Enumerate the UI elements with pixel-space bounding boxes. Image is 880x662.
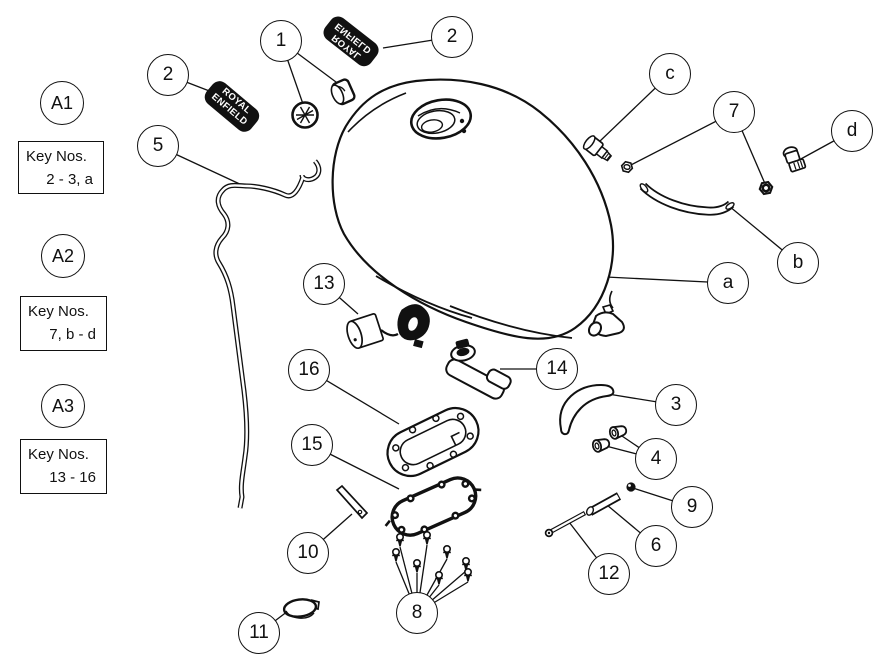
callout-7[interactable]: 7: [713, 91, 755, 133]
bushing-left-drawing: [590, 435, 612, 454]
key-circle-a2[interactable]: A2: [41, 234, 85, 278]
key-box-a3-line1: Key Nos.: [28, 446, 89, 463]
callout-10[interactable]: 10: [287, 532, 329, 574]
key-circle-a3[interactable]: A3: [41, 384, 85, 428]
callout-12[interactable]: 12: [588, 553, 630, 595]
mounting-strip-drawing: [335, 484, 369, 520]
callout-4[interactable]: 4: [635, 438, 677, 480]
callout-15[interactable]: 15: [291, 424, 333, 466]
fuel-tank-drawing: [331, 78, 625, 340]
callout-2-left[interactable]: 2: [147, 54, 189, 96]
key-box-a3-line2: 13 - 16: [49, 468, 96, 486]
callout-11[interactable]: 11: [238, 612, 280, 654]
callout-b[interactable]: b: [777, 242, 819, 284]
nut-7-right-drawing: [758, 180, 774, 196]
key-box-a3[interactable]: Key Nos. 13 - 16: [20, 439, 107, 494]
callout-8[interactable]: 8: [396, 592, 438, 634]
grommet-drawing: [291, 101, 319, 129]
fuel-tap-drawing: [587, 290, 625, 338]
fuel-hose-drawing: [639, 182, 735, 216]
callout-5[interactable]: 5: [137, 125, 179, 167]
breather-pipe-drawing: [213, 159, 322, 509]
clamp-drawing: [282, 598, 320, 619]
key-box-a2-line2: 7, b - d: [49, 325, 96, 343]
filler-opening-drawing: [409, 98, 473, 140]
key-box-a1[interactable]: Key Nos. 2 - 3, a: [18, 141, 104, 194]
spacer-tube-drawing: [585, 492, 622, 516]
callout-1[interactable]: 1: [260, 20, 302, 62]
nut-7-left-drawing: [619, 160, 635, 174]
callout-c[interactable]: c: [649, 53, 691, 95]
grommet-cup-drawing: [330, 78, 356, 106]
key-box-a2-line1: Key Nos.: [28, 303, 89, 320]
top-plate-drawing: [386, 406, 480, 478]
callout-2-right[interactable]: 2: [431, 16, 473, 58]
key-box-a1-line1: Key Nos.: [26, 148, 87, 165]
stud-drawing: [544, 510, 587, 538]
key-box-a2[interactable]: Key Nos. 7, b - d: [20, 296, 107, 351]
callout-a[interactable]: a: [707, 262, 749, 304]
cap-nut-drawing: [626, 482, 636, 492]
key-circle-a1[interactable]: A1: [40, 81, 84, 125]
knee-pad-drawing: [559, 383, 615, 436]
fuel-sender-drawing: [346, 304, 430, 350]
callout-9[interactable]: 9: [671, 486, 713, 528]
callout-3[interactable]: 3: [655, 384, 697, 426]
gasket-drawing: [384, 476, 482, 537]
callout-13[interactable]: 13: [303, 263, 345, 305]
callout-16[interactable]: 16: [288, 349, 330, 391]
fitting-d-drawing: [782, 146, 807, 173]
valve-c-drawing: [582, 135, 613, 162]
key-box-a1-line2: 2 - 3, a: [46, 170, 93, 188]
fuel-pump-plate-drawing: [445, 338, 512, 400]
callout-d[interactable]: d: [831, 110, 873, 152]
callout-6[interactable]: 6: [635, 525, 677, 567]
callout-14[interactable]: 14: [536, 348, 578, 390]
